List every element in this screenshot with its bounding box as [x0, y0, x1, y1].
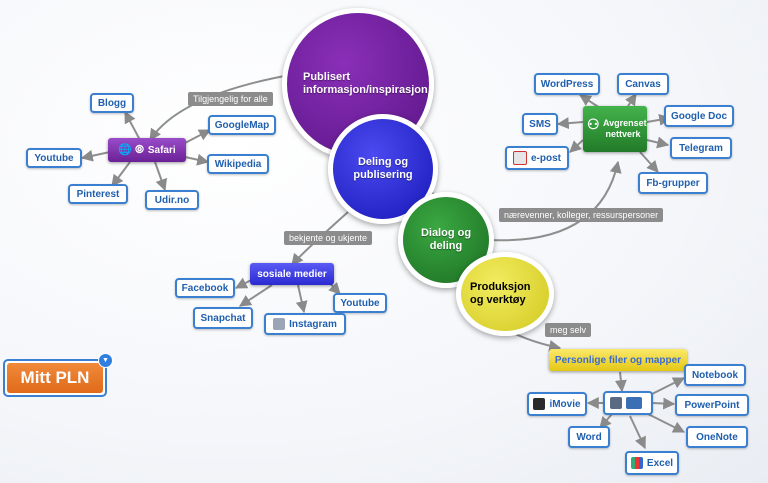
connector-label-meg-selv: meg selv [545, 323, 592, 337]
node-label: Instagram [289, 318, 337, 330]
topic-circle-produksjon[interactable]: Produksjon og verktøy [456, 252, 554, 336]
node-label: e-post [531, 152, 561, 164]
node-telegram[interactable]: Telegram [670, 137, 732, 159]
node-label: Canvas [625, 78, 661, 90]
node-label: OneNote [696, 431, 738, 443]
node-word[interactable]: Word [568, 426, 610, 448]
node-label: Excel [646, 457, 674, 469]
globe-icon: 🌐 ⦾ [118, 144, 144, 156]
hub-safari-label: Safari [147, 144, 176, 156]
node-label: WordPress [540, 78, 594, 90]
node-onenote[interactable]: OneNote [686, 426, 748, 448]
node-label: Youtube [34, 152, 74, 164]
connector-label-tilgjengelig: Tilgjengelig for alle [188, 92, 273, 106]
topic-circle-publisert-label: Publisert informasjon/inspirasjon [303, 71, 428, 96]
movie-icon [533, 398, 546, 410]
hub-safari[interactable]: 🌐 ⦾ Safari [108, 138, 186, 162]
chart-icon [630, 457, 643, 469]
node-google-doc[interactable]: Google Doc [664, 105, 734, 127]
node-imovie[interactable]: iMovie [527, 392, 587, 416]
node-label: Word [576, 431, 602, 443]
imovie-icon [626, 397, 642, 409]
node-label: SMS [529, 118, 551, 130]
group-icon: ⚇ [587, 116, 600, 132]
node-label: Fb-grupper [646, 177, 700, 189]
email-icon [513, 151, 527, 165]
node-label: Wikipedia [214, 158, 262, 170]
node-youtube-sosiale[interactable]: Youtube [333, 293, 387, 313]
node-label: Youtube [340, 297, 380, 309]
hub-avgrenset-nettverk[interactable]: ⚇ Avgrenset nettverk [583, 106, 647, 152]
main-topic[interactable]: Mitt PLN ▼ [3, 353, 113, 397]
connector-label-bekjente: bekjente og ukjente [284, 231, 373, 245]
hub-sosiale-label: sosiale medier [257, 268, 327, 280]
topic-circle-dialog-label: Dialog og deling [420, 227, 472, 252]
node-powerpoint[interactable]: PowerPoint [675, 394, 749, 416]
node-snapchat[interactable]: Snapchat [193, 307, 253, 329]
hub-sosiale-medier[interactable]: sosiale medier [250, 263, 334, 285]
node-wikipedia[interactable]: Wikipedia [207, 154, 269, 174]
node-label: PowerPoint [684, 399, 740, 411]
instagram-icon [273, 318, 286, 330]
node-fb-grupper[interactable]: Fb-grupper [638, 172, 708, 194]
node-label: GoogleMap [214, 119, 270, 131]
node-label: Telegram [679, 142, 723, 154]
connector-label-naervenner: nærevenner, kolleger, ressurspersoner [499, 208, 664, 222]
node-label: Notebook [691, 369, 739, 381]
node-instagram[interactable]: Instagram [264, 313, 346, 335]
node-pinterest[interactable]: Pinterest [68, 184, 128, 204]
node-label: iMovie [549, 398, 581, 410]
node-googlemap[interactable]: GoogleMap [208, 115, 276, 135]
topic-circle-deling-label: Deling og publisering [353, 156, 413, 181]
hub-personlige-filer[interactable]: Personlige filer og mapper [549, 349, 687, 371]
hub-personlige-label: Personlige filer og mapper [554, 354, 682, 366]
node-label: Google Doc [670, 110, 728, 122]
node-sms[interactable]: SMS [522, 113, 558, 135]
node-label: Pinterest [76, 188, 120, 200]
node-canvas[interactable]: Canvas [617, 73, 669, 95]
main-topic-label: Mitt PLN [20, 368, 90, 387]
node-blogg[interactable]: Blogg [90, 93, 134, 113]
node-epost[interactable]: e-post [505, 146, 569, 170]
node-tools-icons[interactable] [603, 391, 653, 415]
chevron-down-icon[interactable]: ▼ [98, 353, 113, 368]
node-label: Facebook [181, 282, 229, 294]
node-facebook[interactable]: Facebook [175, 278, 235, 298]
node-youtube-safari[interactable]: Youtube [26, 148, 82, 168]
node-excel[interactable]: Excel [625, 451, 679, 475]
node-wordpress[interactable]: WordPress [534, 73, 600, 95]
node-label: Blogg [97, 97, 127, 109]
topic-circle-produksjon-label: Produksjon og verktøy [470, 281, 531, 306]
node-udir[interactable]: Udir.no [145, 190, 199, 210]
node-label: Udir.no [154, 194, 190, 206]
node-label: Snapchat [200, 312, 246, 324]
notebook-icon [610, 397, 622, 409]
hub-avgrenset-label: Avgrenset nettverk [603, 118, 647, 139]
node-notebook[interactable]: Notebook [684, 364, 746, 386]
topic-circle-deling[interactable]: Deling og publisering [328, 114, 438, 224]
main-topic-body: Mitt PLN [7, 363, 103, 393]
